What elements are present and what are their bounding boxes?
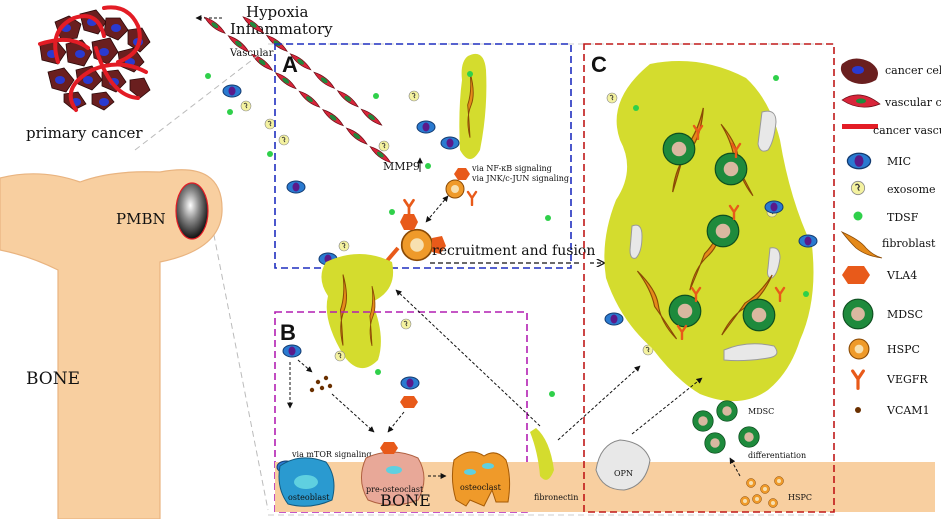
recruitment-label: recruitment and fusion: [432, 243, 595, 259]
legend-label-hspc: HSPC: [887, 343, 920, 356]
primary-cancer-label: primary cancer: [26, 124, 143, 142]
differentiation-label: differentiation: [748, 451, 806, 460]
hspc-cell-fusion: [400, 228, 434, 262]
panel-a-frame: [274, 43, 572, 269]
vla4-icon: [842, 266, 870, 284]
mtor-label: via mTOR signaling: [291, 450, 372, 459]
panel-b-label: B: [280, 320, 296, 345]
legend-label-exosome: exosome: [887, 183, 936, 196]
vascular-cell-icon: [841, 94, 881, 108]
hspc-exchange-arrow: [425, 195, 449, 223]
opn-label: OPN: [614, 469, 633, 478]
legend-label-vcam1: VCAM1: [886, 404, 930, 417]
niche-blob-middle: [321, 254, 394, 369]
opn-shape: [595, 439, 651, 491]
jnk-label: via JNK/c-JUN signaling: [471, 174, 569, 183]
panel-c-frame: [583, 43, 835, 513]
nfkb-label: via NF-κB signaling: [471, 164, 552, 173]
legend-label-fibroblast: fibroblast: [882, 237, 936, 250]
legend-label-vla4: VLA4: [886, 269, 917, 282]
mmp9-label: MMP9: [383, 160, 420, 173]
fibronectin-shape: [530, 428, 554, 480]
tdsf-icon: [853, 211, 863, 221]
primary-cancer-cluster: [38, 5, 151, 112]
niche-blob-a: [459, 53, 487, 159]
mdsc-icon: [842, 298, 874, 330]
pmbn-lesion: [175, 182, 209, 240]
vcam1-icon: [855, 407, 861, 413]
inflammatory-label: Inflammatory: [230, 20, 333, 38]
osteoblast-label: osteoblast: [288, 493, 330, 502]
legend-label-cancer-vascular: cancer vascular: [873, 124, 941, 137]
legend-label-vegfr: VEGFR: [886, 373, 928, 386]
fibroblast-icon: [840, 231, 883, 259]
cancer-vascular-icon: [842, 124, 878, 129]
pre-osteoclast-label: pre-osteoclast: [366, 485, 424, 494]
legend: cancer cell vascular cell cancer vascula…: [840, 58, 941, 417]
bone-b-label: BONE: [380, 491, 431, 510]
exosome-icon: [850, 180, 866, 196]
vegfr-icon: [851, 369, 865, 390]
legend-label-mic: MIC: [887, 155, 911, 168]
bone-shape: [0, 169, 223, 519]
legend-label-cancer-cell: cancer cell: [885, 64, 941, 77]
vcam1-cluster: [309, 375, 333, 393]
hspc-cluster-label: HSPC: [788, 493, 812, 502]
mic-icon: [846, 152, 872, 170]
panel-a-label: A: [282, 52, 298, 77]
legend-label-mdsc: MDSC: [887, 308, 923, 321]
pmbn-label: PMBN: [116, 210, 166, 228]
bone-left-label: BONE: [26, 369, 80, 389]
hspc-icon: [848, 338, 870, 360]
mdsc-cluster-label: MDSC: [748, 407, 774, 416]
vascular-label: Vascular: [229, 48, 274, 59]
cancer-cell-icon: [840, 58, 878, 84]
osteoclast-cell: [451, 451, 511, 507]
hypoxia-label: Hypoxia: [246, 3, 308, 21]
hspc-cell-a: [445, 179, 465, 199]
panel-c-label: C: [591, 52, 607, 77]
osteoclast-label: osteoclast: [460, 483, 502, 492]
legend-label-tdsf: TDSF: [887, 211, 919, 224]
legend-label-vascular-cell: vascular cell: [884, 96, 941, 109]
fibronectin-label: fibronectin: [534, 493, 578, 502]
pre-osteoclast-cell: [361, 451, 425, 506]
